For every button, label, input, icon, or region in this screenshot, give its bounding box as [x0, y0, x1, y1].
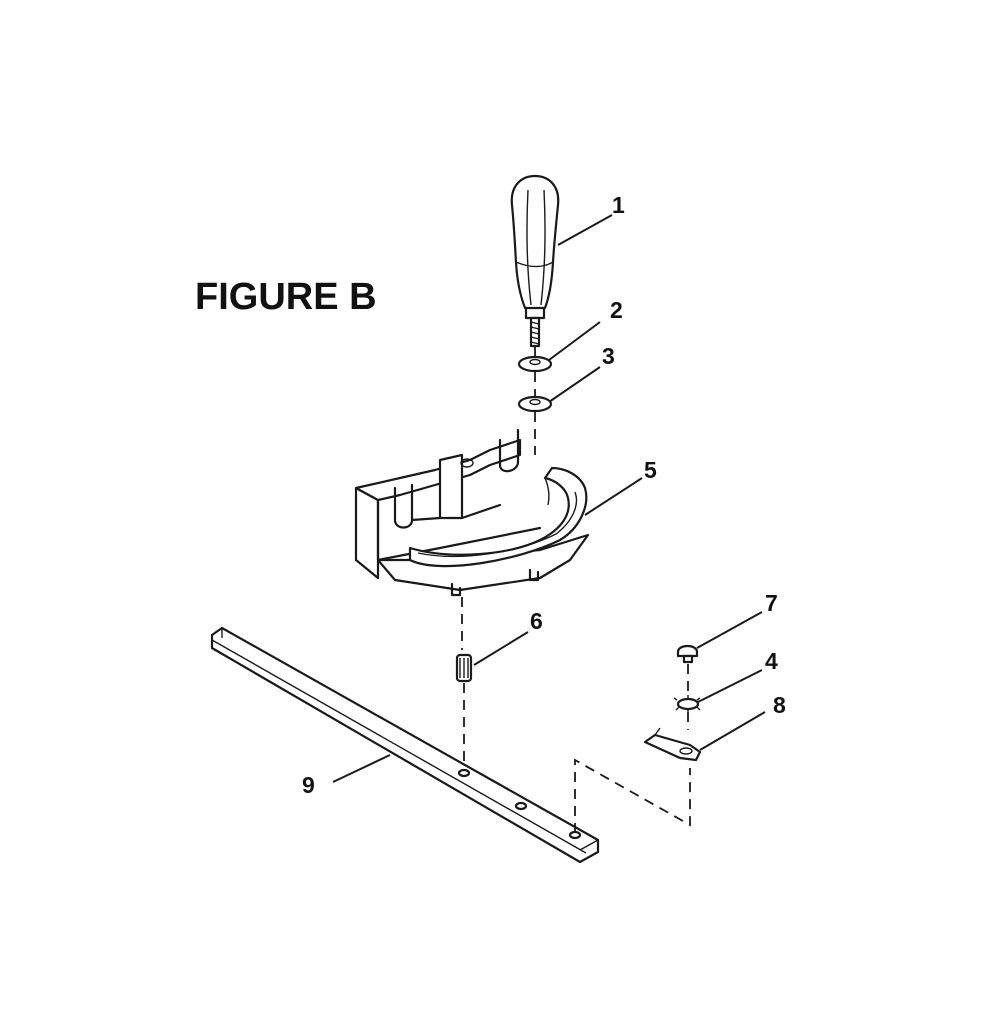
callout-7: 7	[765, 590, 778, 616]
knob-handle-part	[510, 174, 560, 348]
callout-5: 5	[644, 457, 657, 483]
leader-1	[557, 214, 613, 246]
washer-lower-part	[517, 395, 553, 413]
figure-title: FIGURE B	[195, 276, 377, 318]
callout-2: 2	[610, 297, 623, 323]
pointer-part	[643, 727, 702, 762]
callout-9: 9	[302, 772, 315, 798]
leader-3	[548, 366, 601, 403]
leader-9	[332, 754, 391, 783]
callout-6: 6	[530, 608, 543, 634]
callout-1: 1	[612, 192, 625, 218]
lock-washer-part	[673, 695, 701, 712]
screw-part	[676, 644, 699, 664]
leader-2	[548, 321, 601, 361]
washer-upper-part	[517, 355, 553, 373]
callout-8: 8	[773, 692, 786, 718]
leader-8	[699, 711, 766, 751]
miter-gauge-body-part	[354, 428, 590, 597]
pin-part	[455, 653, 473, 683]
callout-4: 4	[765, 648, 778, 674]
miter-bar-part	[210, 626, 600, 864]
leader-6	[473, 631, 529, 666]
leader-4	[697, 669, 763, 703]
leader-5	[584, 477, 643, 516]
leader-7	[696, 611, 763, 649]
callout-3: 3	[602, 343, 615, 369]
